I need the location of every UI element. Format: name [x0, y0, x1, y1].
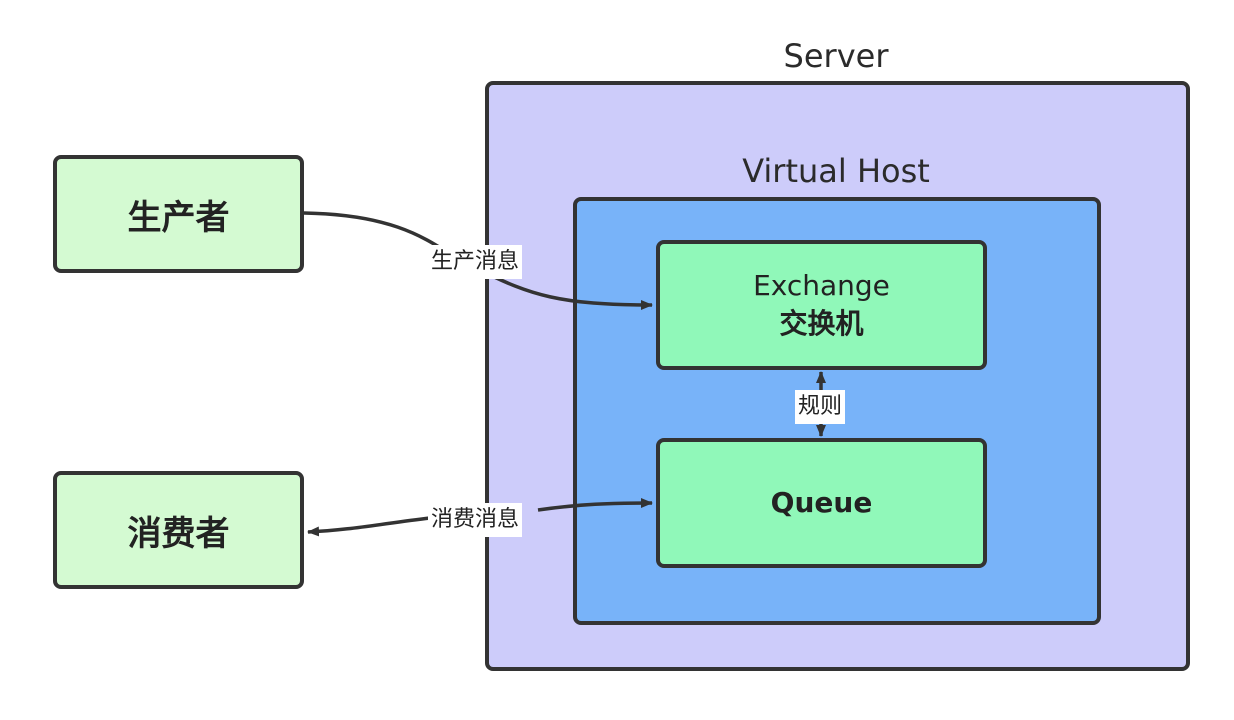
consume-arrow-to-consumer	[307, 516, 431, 537]
consumer-node[interactable]: 消费者	[53, 471, 304, 589]
server-title: Server	[783, 37, 889, 75]
exchange-name: Exchange	[753, 269, 890, 302]
virtual-host-title: Virtual Host	[742, 152, 930, 190]
produce-edge-label: 生产消息	[428, 245, 523, 279]
queue-node[interactable]: Queue	[656, 438, 987, 568]
producer-label: 生产者	[127, 197, 230, 238]
exchange-node[interactable]: Exchange 交换机	[656, 240, 987, 370]
rule-edge-label: 规则	[795, 390, 846, 424]
producer-node[interactable]: 生产者	[53, 155, 304, 273]
consume-arrow-to-queue	[537, 498, 653, 512]
consumer-label: 消费者	[127, 513, 230, 554]
exchange-subtitle: 交换机	[779, 307, 864, 340]
queue-label: Queue	[770, 486, 873, 519]
consume-edge-label: 消费消息	[428, 503, 523, 537]
